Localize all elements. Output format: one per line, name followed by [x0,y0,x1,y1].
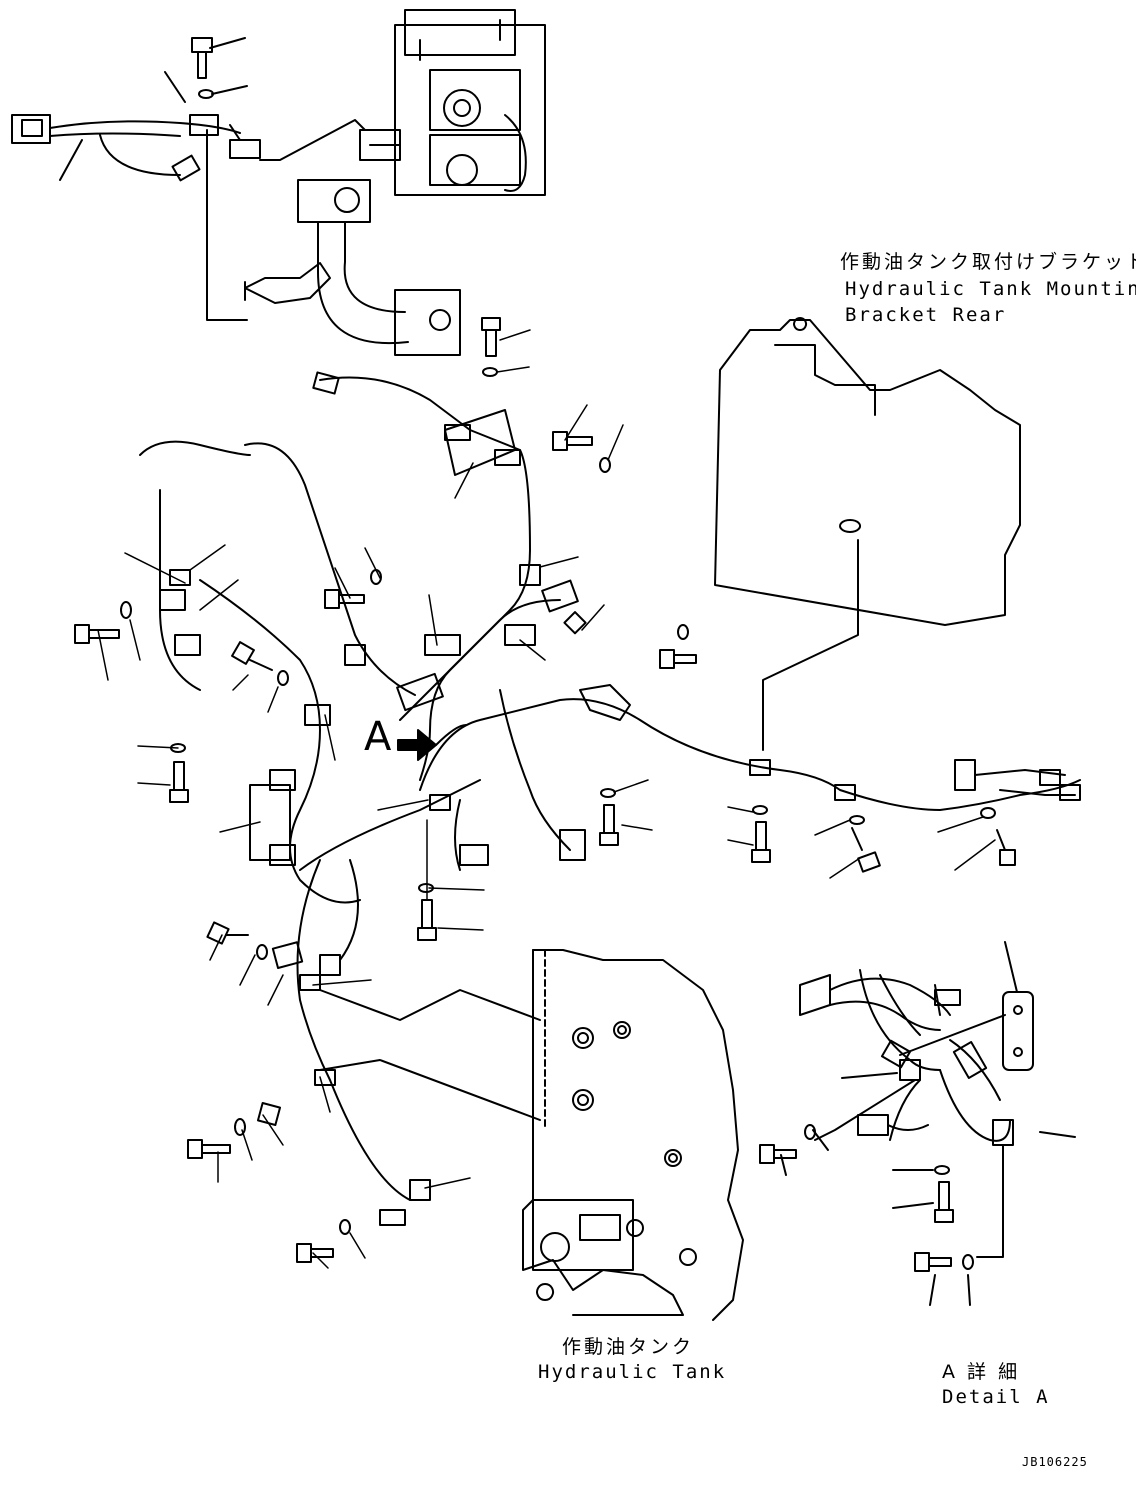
bracket-label-en-1: Hydraulic Tank Mounting [845,278,1136,300]
hydraulic-tank [319,949,744,1321]
main-harness [139,371,1081,1201]
arrow-letter-a: A [364,714,392,760]
drawing-code: JB106225 [1022,1455,1088,1469]
bracket-rear [714,317,1021,751]
arrow-a [397,724,467,761]
detail-a [759,941,1076,1306]
hydraulic-pipe [244,179,461,356]
detail-label-jp: A 詳 細 [942,1361,1021,1383]
detail-label-en: Detail A [942,1386,1050,1408]
bracket-label-jp: 作動油タンク取付けブラケット 後 [840,251,1136,273]
bracket-label-en-2: Bracket Rear [845,304,1007,326]
leader-lines [97,329,996,1269]
tank-label-en: Hydraulic Tank [538,1361,727,1383]
fasteners [74,317,1016,1263]
top-harness [11,37,366,321]
clamps [159,409,976,1226]
valve-block [359,9,546,196]
tank-label-jp: 作動油タンク [562,1336,695,1358]
